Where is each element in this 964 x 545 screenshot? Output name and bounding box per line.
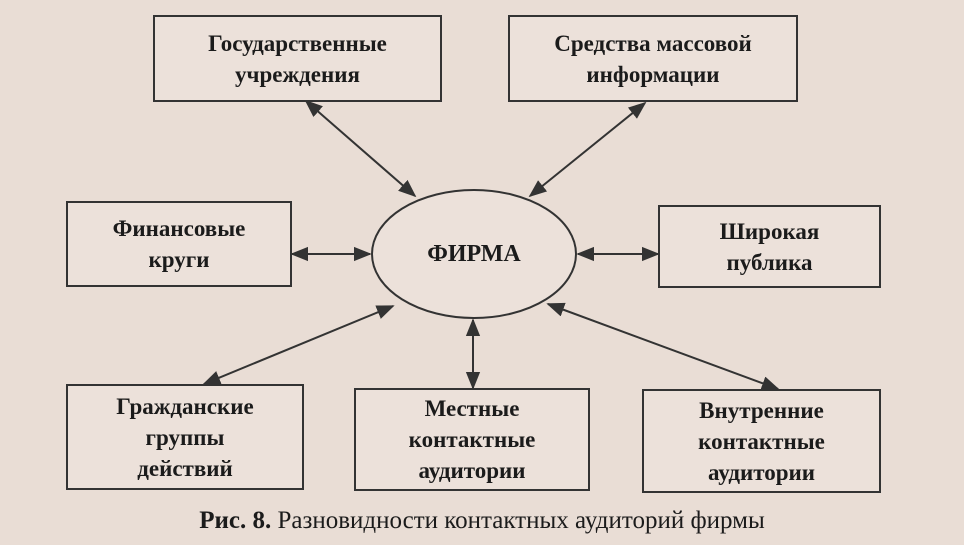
node-public: Широкая публика (658, 205, 881, 288)
caption-prefix: Рис. 8. (199, 507, 272, 534)
center-label: ФИРМА (427, 240, 521, 267)
node-government: Государственные учреждения (153, 15, 442, 102)
node-internal: Внутренние контактные аудитории (642, 389, 881, 493)
node-local: Местные контактные аудитории (354, 388, 590, 491)
arrow-media (528, 101, 647, 198)
node-civic: Гражданские группы действий (66, 384, 304, 490)
arrow-government (304, 99, 417, 198)
node-financial: Финансовые круги (66, 201, 292, 287)
center-ellipse (371, 189, 577, 319)
arrow-internal (546, 302, 780, 391)
arrow-civic (202, 305, 395, 385)
caption-text: Разновидности контактных аудиторий фирмы (271, 507, 765, 534)
node-media: Средства массовой информации (508, 15, 798, 102)
figure-caption: Рис. 8. Разновидности контактных аудитор… (0, 507, 964, 535)
